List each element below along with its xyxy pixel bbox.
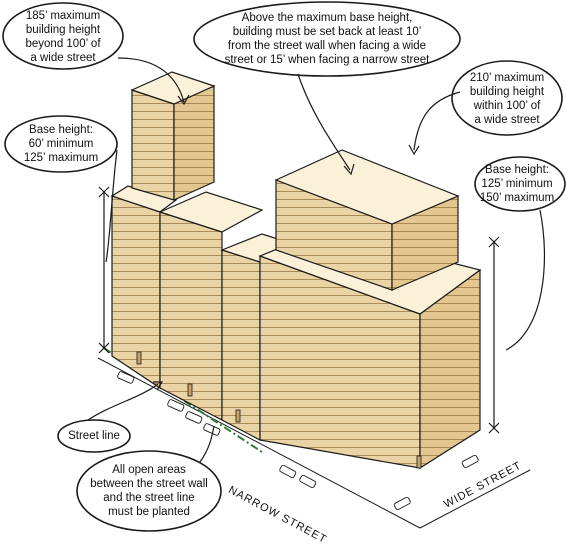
leader-arrows xyxy=(87,57,546,463)
building-middle-base xyxy=(158,191,264,421)
zoning-diagram xyxy=(2,1,566,532)
doors xyxy=(136,351,422,469)
callout-street-line: Street line xyxy=(68,430,120,442)
dimension-base-left xyxy=(98,186,110,354)
callout-open-areas: All open areas between the street wall a… xyxy=(90,464,208,518)
callout-bubble-base-wide xyxy=(474,156,566,212)
callout-base-height-wide: Base height: 125’ minimum 150’ maximum xyxy=(479,164,555,204)
ground xyxy=(97,357,531,529)
building-left-base xyxy=(110,185,178,390)
callout-bubble-setback xyxy=(193,1,461,77)
callout-max-height-beyond: 185’ maximum building height beyond 100’… xyxy=(25,10,101,64)
callout-bubble-base-narrow xyxy=(4,115,118,173)
callout-bubble-max-height-within xyxy=(451,60,563,136)
callout-bubble-street-line xyxy=(57,419,131,453)
callout-bubble-max-height-beyond xyxy=(2,2,124,70)
building-left-tower xyxy=(130,71,216,201)
callout-base-height-narrow: Base height: 60’ minimum 125’ maximum xyxy=(23,124,99,164)
callout-max-height-within: 210’ maximum building height within 100’… xyxy=(469,72,545,126)
building-right-tower xyxy=(274,149,460,291)
callout-bubble-open-areas xyxy=(76,450,222,532)
callout-setback-rule: Above the maximum base height, building … xyxy=(224,12,430,66)
dimension-base-right xyxy=(488,236,500,434)
cars xyxy=(117,371,479,511)
